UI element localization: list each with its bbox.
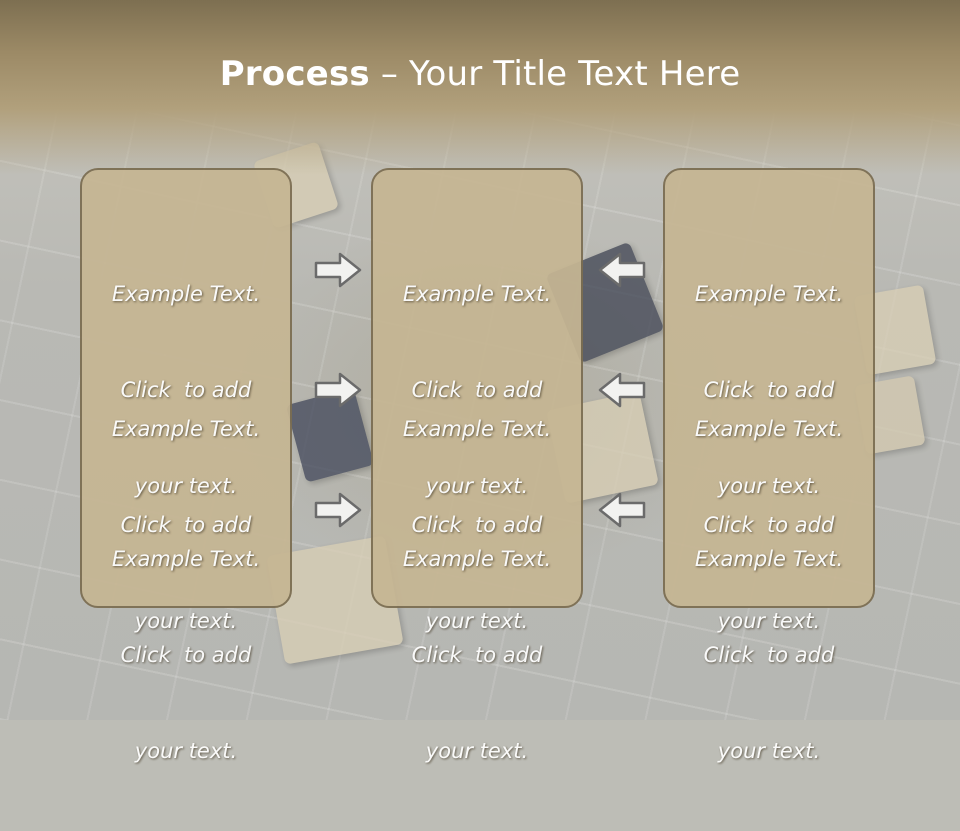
- placeholder-line: Example Text.: [111, 547, 261, 571]
- process-box-left[interactable]: Example Text. Click to add your text. Ex…: [80, 168, 292, 763]
- placeholder-line: your text.: [425, 474, 529, 498]
- process-box-center[interactable]: Example Text. Click to add your text. Ex…: [371, 168, 583, 763]
- placeholder-line: Click to add: [411, 513, 543, 537]
- title-band: [0, 0, 960, 175]
- placeholder-line: your text.: [717, 609, 821, 633]
- left-arrow-icon: [598, 492, 646, 528]
- placeholder-line: Example Text.: [694, 282, 844, 306]
- placeholder-line: Click to add: [411, 378, 543, 402]
- placeholder-line: Example Text.: [111, 417, 261, 441]
- placeholder-line: your text.: [425, 739, 529, 763]
- right-arrow-icon: [314, 252, 362, 288]
- slide-title-rest: – Your Title Text Here: [369, 54, 741, 94]
- placeholder-line: Example Text.: [694, 547, 844, 571]
- placeholder-line: Click to add: [703, 513, 835, 537]
- placeholder-line: Click to add: [703, 643, 835, 667]
- right-arrow-icon: [314, 492, 362, 528]
- right-arrow-icon: [314, 372, 362, 408]
- placeholder-line: your text.: [134, 609, 238, 633]
- text-placeholder[interactable]: Example Text. Click to add your text.: [373, 214, 581, 566]
- process-box-right[interactable]: Example Text. Click to add your text. Ex…: [663, 168, 875, 763]
- placeholder-line: Click to add: [120, 513, 252, 537]
- placeholder-line: Example Text.: [694, 417, 844, 441]
- text-placeholder[interactable]: Example Text. Click to add your text.: [373, 479, 581, 831]
- slide-title[interactable]: Process – Your Title Text Here: [0, 52, 960, 96]
- placeholder-line: Example Text.: [402, 547, 552, 571]
- placeholder-line: Example Text.: [402, 282, 552, 306]
- left-arrow-icon: [598, 372, 646, 408]
- text-placeholder[interactable]: Example Text. Click to add your text.: [82, 479, 290, 831]
- placeholder-line: your text.: [134, 474, 238, 498]
- left-arrow-icon: [598, 252, 646, 288]
- placeholder-line: your text.: [717, 739, 821, 763]
- placeholder-line: Click to add: [120, 378, 252, 402]
- text-placeholder[interactable]: Example Text. Click to add your text.: [665, 479, 873, 831]
- placeholder-line: Click to add: [411, 643, 543, 667]
- text-placeholder[interactable]: Example Text. Click to add your text.: [82, 349, 290, 701]
- slide-title-bold: Process: [219, 54, 370, 94]
- placeholder-line: your text.: [717, 474, 821, 498]
- text-placeholder[interactable]: Example Text. Click to add your text.: [82, 214, 290, 566]
- text-placeholder[interactable]: Example Text. Click to add your text.: [665, 349, 873, 701]
- placeholder-line: Click to add: [120, 643, 252, 667]
- placeholder-line: your text.: [425, 609, 529, 633]
- placeholder-line: Example Text.: [402, 417, 552, 441]
- text-placeholder[interactable]: Example Text. Click to add your text.: [665, 214, 873, 566]
- placeholder-line: your text.: [134, 739, 238, 763]
- placeholder-line: Example Text.: [111, 282, 261, 306]
- text-placeholder[interactable]: Example Text. Click to add your text.: [373, 349, 581, 701]
- placeholder-line: Click to add: [703, 378, 835, 402]
